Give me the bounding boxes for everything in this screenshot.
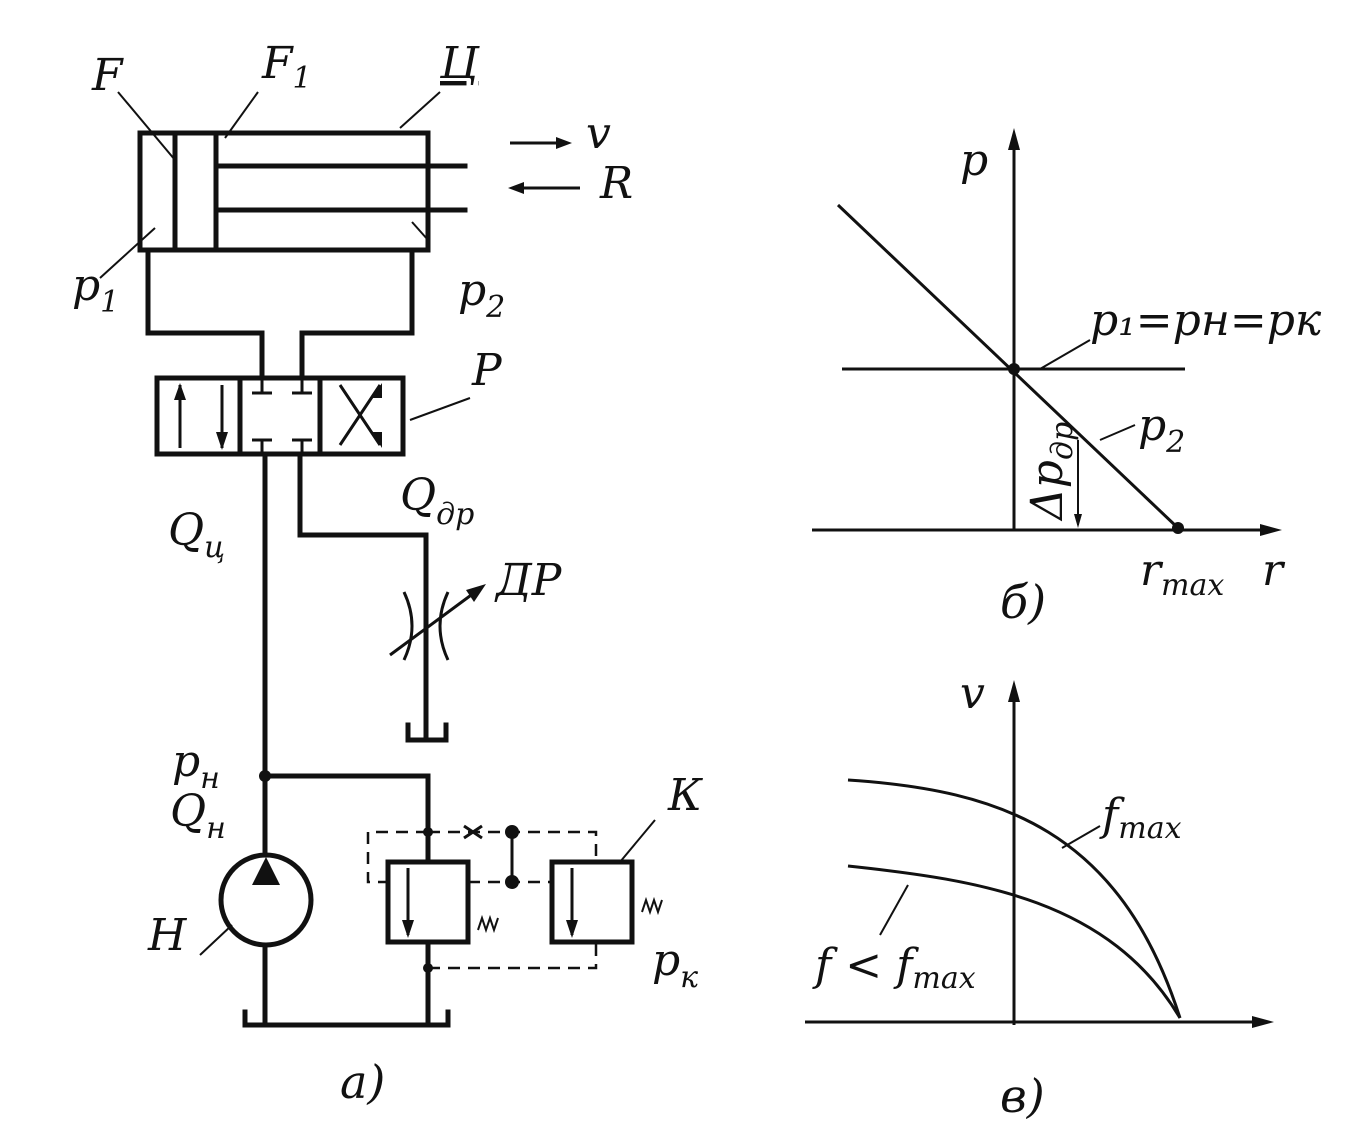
p2-line (836, 203, 1180, 530)
label-pn: pн (172, 736, 220, 796)
label-relief: К (667, 770, 703, 821)
tank-line (242, 1009, 451, 1028)
directional-valve (154, 375, 471, 457)
drain-line (297, 451, 449, 743)
delta-arrow (1074, 514, 1082, 528)
label-fmax: fmax (1099, 790, 1182, 846)
label-p2: p2 (458, 265, 505, 325)
p-axis-arrow (1008, 128, 1020, 150)
force-arrow (508, 182, 580, 194)
label-R: R (599, 158, 633, 209)
v-axis-arrow (1008, 680, 1020, 702)
label-p1: p1 (72, 260, 119, 320)
label-delta: Δpдр (1022, 422, 1080, 522)
rmax-point (1172, 522, 1184, 534)
relief-circuit (259, 770, 663, 1028)
cylinder-lines (145, 247, 415, 381)
intersection-point (1008, 363, 1020, 375)
label-Qdr: Qдр (400, 470, 474, 532)
throttle (389, 584, 486, 661)
label-Qc: Qц (168, 505, 225, 565)
velocity-graph: v fmax f < fmax в) (805, 668, 1274, 1123)
label-rmax: rmax (1140, 545, 1224, 603)
velocity-arrow (510, 137, 572, 149)
scheme-labels: F F1 Ц v R p1 p2 P Qц Qдр ДР pн Qн Н К p… (72, 38, 703, 1109)
label-cylinder: Ц (439, 38, 480, 89)
f-less-leader (879, 884, 909, 936)
label-p2-curve: p2 (1138, 400, 1185, 460)
label-equation: p₁=pн=pк (1090, 295, 1322, 346)
caption-b: б) (1000, 575, 1046, 629)
label-pump: Н (147, 910, 188, 961)
pressure-graph: p r p₁=pн=pк p2 Δpдр rmax б) (812, 128, 1322, 629)
label-v-axis: v (960, 668, 985, 719)
label-F1: F1 (261, 38, 312, 96)
label-r-axis: r (1262, 545, 1286, 596)
label-f-less: f < fmax (812, 940, 976, 996)
label-F: F (91, 50, 124, 101)
p2-leader (1099, 424, 1136, 441)
pump (199, 852, 314, 1028)
label-throttle: ДР (494, 555, 563, 606)
label-pk: pк (652, 935, 698, 995)
curve-fmax (847, 778, 1182, 1019)
caption-v: в) (1000, 1069, 1045, 1123)
label-valve: P (471, 345, 503, 396)
cylinder (99, 91, 468, 279)
hydraulic-scheme: F F1 Ц v R p1 p2 P Qц Qдр ДР pн Qн Н К p… (72, 38, 703, 1109)
caption-a: а) (340, 1055, 385, 1109)
label-v: v (586, 108, 611, 159)
r-axis-arrow (1260, 524, 1282, 536)
curve-f-less (847, 864, 1182, 1019)
fmax-leader (1061, 825, 1101, 849)
label-p-axis: p (960, 135, 988, 186)
x-axis-arrow (1252, 1016, 1274, 1028)
label-Qn: Qн (170, 786, 226, 846)
equation-leader (1039, 339, 1091, 370)
